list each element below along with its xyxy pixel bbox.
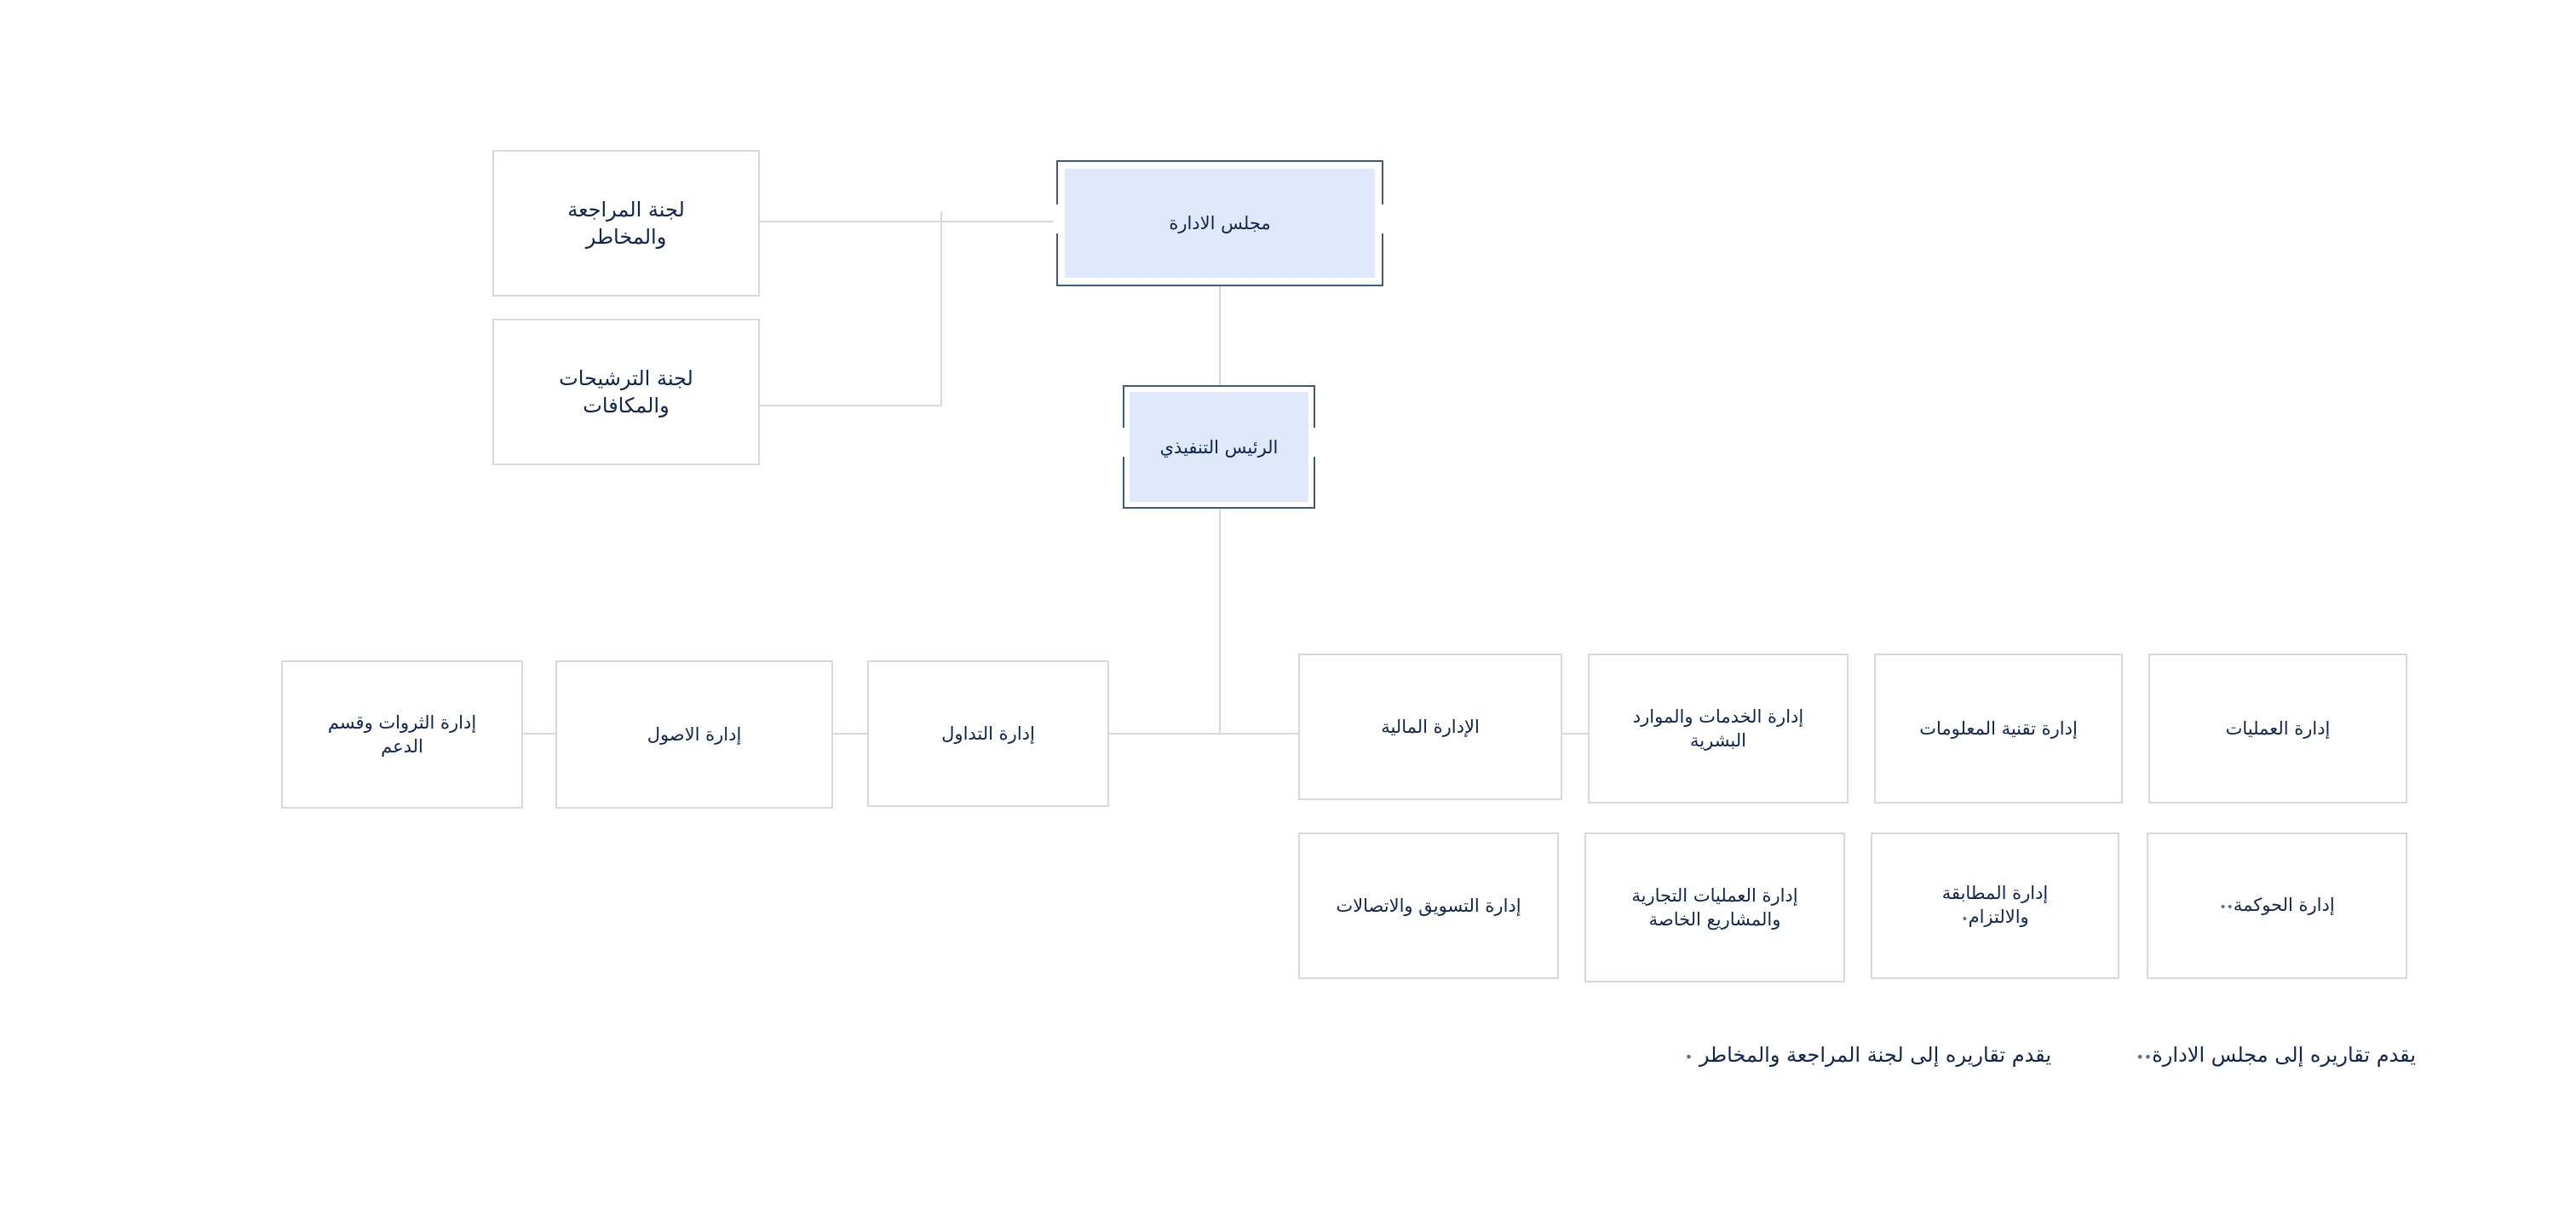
legend-audit-marker: • (1684, 1049, 1693, 1065)
board-fill: مجلس الادارة (1065, 169, 1375, 278)
trading-department-label: إدارة التداول (941, 723, 1035, 744)
assets-department-label: إدارة الاصول (647, 724, 742, 745)
it-department-label: إدارة تقنية المعلومات (1919, 718, 2078, 739)
operations-department-box[interactable]: إدارة العمليات (2148, 654, 2407, 804)
ceo-box[interactable]: الرئيس التنفيذي (1119, 385, 1319, 509)
services-hr-department-label: إدارة الخدمات والموارد البشرية (1632, 706, 1804, 751)
ceo-fill: الرئيس التنفيذي (1130, 392, 1308, 502)
compliance-label-text: إدارة المطابقة والالتزام (1941, 882, 2049, 927)
it-department-box[interactable]: إدارة تقنية المعلومات (1874, 654, 2123, 804)
operations-department-label: إدارة العمليات (2225, 718, 2331, 739)
governance-department-label: إدارة الحوكمة•• (2219, 893, 2334, 919)
legend-board-note: يقدم تقاريره إلى مجلس الادارة•• (2136, 1043, 2416, 1067)
marketing-department-box[interactable]: إدارة التسويق والاتصالات (1298, 833, 1559, 979)
services-hr-department-box[interactable]: إدارة الخدمات والموارد البشرية (1588, 654, 1849, 804)
wealth-department-box[interactable]: إدارة الثروات وقسم الدعم (281, 660, 523, 809)
compliance-audit-marker: • (1961, 912, 1969, 926)
connector-nominations (760, 405, 942, 406)
legend-audit-note: يقدم تقاريره إلى لجنة المراجعة والمخاطر … (1685, 1043, 2051, 1067)
connector-board-to-committees (760, 221, 1058, 222)
nominations-committee-box[interactable]: لجنة الترشيحات والمكافات (492, 319, 760, 465)
board-box[interactable]: مجلس الادارة (1053, 160, 1387, 286)
governance-label-text: إدارة الحوكمة (2233, 894, 2335, 915)
nominations-committee-label: لجنة الترشيحات والمكافات (559, 366, 693, 418)
finance-department-box[interactable]: الإدارة المالية (1298, 654, 1562, 800)
connector-committees-vertical (940, 211, 942, 406)
finance-department-label: الإدارة المالية (1381, 717, 1480, 737)
business-ops-department-box[interactable]: إدارة العمليات التجارية والمشاريع الخاصة (1584, 833, 1845, 982)
compliance-department-label: إدارة المطابقة والالتزام• (1923, 881, 2067, 931)
business-ops-department-label: إدارة العمليات التجارية والمشاريع الخاصة (1631, 885, 1798, 930)
legend-audit-text: يقدم تقاريره إلى لجنة المراجعة والمخاطر (1699, 1043, 2051, 1067)
audit-committee-label: لجنة المراجعة والمخاطر (567, 198, 685, 249)
connector-board-to-ceo (1219, 285, 1221, 386)
governance-board-marker: •• (2219, 900, 2234, 914)
board-label: مجلس الادارة (1169, 213, 1271, 233)
assets-department-box[interactable]: إدارة الاصول (555, 660, 833, 809)
compliance-department-box[interactable]: إدارة المطابقة والالتزام• (1871, 833, 2119, 979)
audit-committee-box[interactable]: لجنة المراجعة والمخاطر (492, 150, 760, 297)
wealth-department-label: إدارة الثروات وقسم الدعم (327, 712, 477, 757)
connector-ceo-to-departments (1219, 508, 1221, 735)
governance-department-box[interactable]: إدارة الحوكمة•• (2147, 833, 2407, 979)
ceo-label: الرئيس التنفيذي (1159, 436, 1279, 458)
legend-board-text: يقدم تقاريره إلى مجلس الادارة (2152, 1043, 2416, 1067)
legend-board-marker: •• (2136, 1049, 2153, 1065)
trading-department-box[interactable]: إدارة التداول (867, 660, 1109, 807)
marketing-department-label: إدارة التسويق والاتصالات (1336, 896, 1521, 916)
